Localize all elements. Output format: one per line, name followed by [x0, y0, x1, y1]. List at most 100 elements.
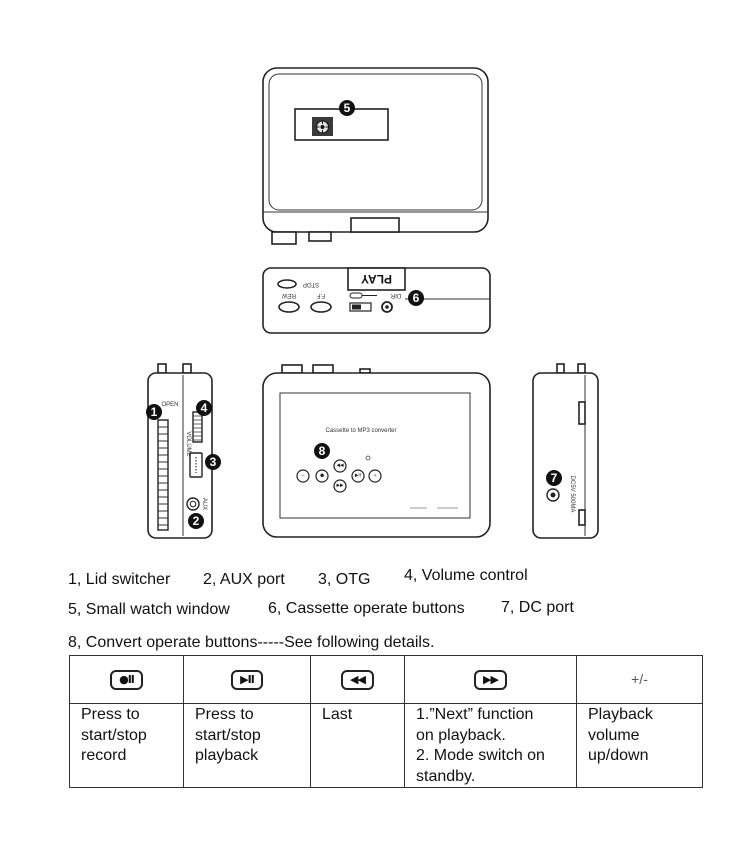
play-button — [347, 267, 406, 291]
front-peg — [312, 364, 334, 374]
svg-text:3: 3 — [210, 455, 217, 469]
stop-button — [277, 279, 297, 289]
svg-text:6: 6 — [413, 291, 420, 305]
front-panel — [279, 392, 471, 519]
right-view-body — [532, 372, 599, 539]
table-cell: ▶▶ — [404, 655, 577, 704]
open-label: OPEN — [161, 402, 178, 408]
play-pause-button: ▶II — [351, 469, 365, 483]
plus-minus-icon: +/- — [631, 670, 648, 687]
left-peg — [157, 363, 167, 374]
callout-5: 5 — [339, 100, 355, 116]
cell-text: start/stop — [195, 726, 261, 744]
play-label: PLAY — [361, 272, 392, 286]
front-view-body — [262, 372, 491, 538]
rewind-button: ◀◀ — [333, 459, 347, 473]
callout-3: 3 — [205, 454, 221, 470]
front-view: Cassette to MP3 converter − ● ◀◀ ▶II + ▶… — [262, 364, 491, 538]
svg-text:5: 5 — [344, 101, 351, 115]
front-panel-title: Cassette to MP3 converter — [325, 428, 396, 434]
fast-forward-icon: ▶▶ — [474, 669, 507, 690]
edge-view: PLAY STOP REW F.F DIR 6 — [262, 267, 491, 334]
table-cell: Last — [310, 703, 405, 788]
lid-outline — [268, 73, 483, 211]
cell-text: Last — [322, 706, 353, 723]
volume-wheel — [192, 411, 203, 443]
record-pause-icon: ●II — [110, 669, 143, 690]
callout-2: 2 — [188, 513, 204, 529]
record-button: ● — [315, 469, 329, 483]
table-cell: 1.”Next” function on playback. 2. Mode s… — [404, 703, 577, 788]
bottom-peg — [308, 231, 332, 242]
table-row: Press to start/stop record Press to star… — [69, 703, 703, 788]
left-peg — [182, 363, 192, 374]
svg-text:●: ● — [320, 474, 324, 479]
rew-label: REW — [282, 292, 296, 298]
front-peg — [281, 364, 303, 374]
lid-switcher-slider — [157, 419, 169, 531]
otg-port — [189, 452, 203, 478]
svg-text:+: + — [373, 473, 377, 479]
product-diagram: 5 PLAY STOP REW F.F DIR 6 — [146, 67, 599, 539]
cell-text: start/stop — [81, 726, 147, 744]
cell-text: up/down — [588, 747, 649, 764]
legend-item-dc-port: 7, DC port — [501, 599, 574, 616]
dir-label: DIR — [390, 292, 401, 298]
table-cell: ●II — [69, 655, 184, 704]
aux-label: AUX — [201, 498, 207, 510]
legend-item-aux-port: 2, AUX port — [203, 571, 285, 588]
stop-label: STOP — [303, 281, 319, 287]
cell-text: Press to — [195, 706, 254, 723]
cassette-reel-icon — [312, 117, 333, 136]
legend-item-cassette-buttons: 6, Cassette operate buttons — [268, 600, 465, 617]
legend-item-lid-switcher: 1, Lid switcher — [68, 571, 171, 588]
svg-text:7: 7 — [551, 471, 558, 485]
ff-label: F.F — [317, 292, 326, 298]
cell-text: Press to — [81, 706, 140, 723]
convert-buttons-table: ●II ▶II ◀◀ ▶▶ +/- Press to start/stop re… — [69, 655, 703, 788]
callout-8: 8 — [314, 443, 330, 459]
legend-item-watch-window: 5, Small watch window — [68, 601, 230, 618]
table-cell: Playback volume up/down — [576, 703, 703, 788]
callout-4: 4 — [196, 400, 212, 416]
dc-port — [546, 488, 560, 502]
play-pause-icon: ▶II — [231, 669, 263, 690]
plus-button: + — [368, 469, 382, 483]
svg-text:8: 8 — [319, 444, 326, 458]
direction-icon — [349, 292, 377, 299]
callout-7: 7 — [546, 470, 562, 486]
cell-text: record — [81, 747, 127, 764]
table-cell: Press to start/stop playback — [183, 703, 311, 788]
cell-text: playback — [195, 747, 259, 764]
legend-item-convert-buttons: 8, Convert operate buttons-----See follo… — [68, 634, 435, 651]
svg-text:▶II: ▶II — [355, 473, 361, 479]
right-peg — [556, 363, 565, 374]
indicator-led-icon — [365, 455, 371, 461]
cell-text: standby. — [416, 767, 476, 785]
svg-text:◀◀: ◀◀ — [336, 464, 344, 469]
right-peg — [577, 363, 586, 374]
top-view-body — [262, 67, 489, 233]
round-switch-icon — [381, 301, 393, 313]
ff-button — [310, 301, 332, 313]
direction-slider — [349, 302, 372, 312]
svg-text:4: 4 — [201, 401, 208, 415]
left-side-view: OPEN VOLUME AUX 1 4 3 — [146, 363, 221, 539]
dc-label: DC5V 500MA — [569, 476, 575, 513]
right-notch — [578, 401, 586, 425]
svg-text:1: 1 — [151, 405, 158, 419]
table-cell: ◀◀ — [310, 655, 405, 704]
table-cell: +/- — [576, 655, 703, 704]
table-cell: ▶II — [183, 655, 311, 704]
table-row: ●II ▶II ◀◀ ▶▶ +/- — [69, 655, 703, 704]
watch-window — [294, 108, 389, 141]
cell-text: 2. Mode switch on — [416, 747, 545, 764]
legend-item-otg: 3, OTG — [318, 571, 371, 588]
legend-item-volume-control: 4, Volume control — [404, 567, 528, 584]
cell-text: Playback — [588, 706, 653, 723]
svg-text:▶▶: ▶▶ — [336, 484, 344, 489]
cell-text: volume — [588, 726, 640, 744]
volume-label: VOLUME — [185, 431, 191, 456]
callout-1: 1 — [146, 404, 162, 420]
rewind-icon: ◀◀ — [341, 669, 374, 690]
